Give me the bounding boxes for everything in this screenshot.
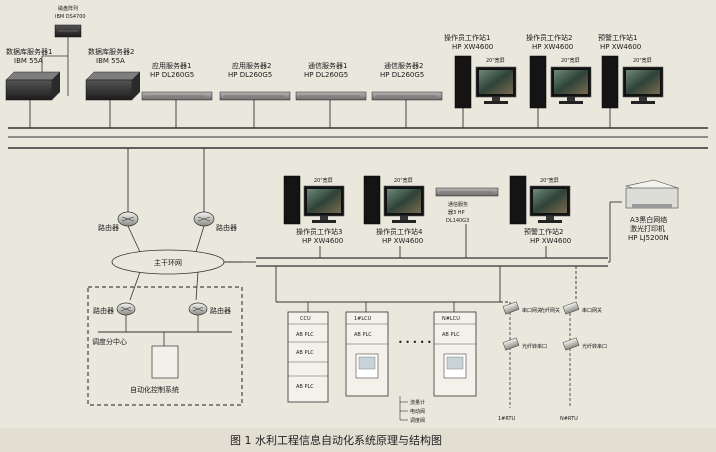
comm3-label-3: DL140G3 [446, 218, 469, 224]
app1-label-2: HP DL260G5 [150, 71, 194, 79]
app2-label-2: HP DL260G5 [228, 71, 272, 79]
mid-workstation-2: 20"宽屏 操作员工作站4 HP XW4600 [363, 175, 425, 258]
tws3-screen: 20"宽屏 [633, 57, 652, 64]
router-1-label: 路由器 [98, 223, 119, 232]
app-server-1: 应用服务器1 HP DL260G5 [141, 61, 213, 128]
lcu-1-cabinet: 1#LCU AB PLC [345, 302, 389, 397]
ring-label: 主干环网 [154, 258, 182, 267]
app-server-2: 应用服务器2 HP DL260G5 [219, 61, 291, 128]
printer-label-3: HP LJ5200N [628, 234, 669, 242]
lcu-dots: • • • • • • [398, 338, 439, 347]
mws1-screen: 20"宽屏 [314, 177, 333, 184]
rtu-gateways: 串口网关 串口网关 光纤网关 光纤转串口 光纤转串口 1#RTU N#RTU [498, 301, 607, 422]
rtu-1-label: 1#RTU [498, 416, 516, 422]
tws1-screen: 20"宽屏 [486, 57, 505, 64]
port-gw-2: 串口网关 [582, 307, 602, 314]
ccu-plc-1: AB PLC [296, 332, 314, 338]
instrument-2: 电动阀 [410, 408, 425, 415]
db1-label-2: IBM 55A [14, 57, 43, 65]
lcu-n-cabinet: N#LCU AB PLC [433, 302, 477, 397]
dispatch-label: 调度分中心 [92, 337, 127, 346]
ccu-plc-3: AB PLC [296, 384, 314, 390]
comm-server-2: 通信服务器2 HP DL260G5 [371, 61, 443, 128]
instrument-3: 调度阀 [410, 417, 425, 424]
mws1-label-1: 操作员工作站3 [296, 227, 342, 236]
mid-workstation-1: 20"宽屏 操作员工作站3 HP XW4600 [283, 175, 345, 258]
comm1-label-2: HP DL260G5 [304, 71, 348, 79]
lcun-plc: AB PLC [442, 332, 460, 338]
tws2-label-2: HP XW4600 [532, 43, 573, 51]
fiber-to-port-1: 光纤转串口 [522, 343, 547, 350]
mid-workstation-3: 20"宽屏 预警工作站2 HP XW4600 [509, 175, 571, 258]
tws2-screen: 20"宽屏 [561, 57, 580, 64]
mws2-label-1: 操作员工作站4 [376, 227, 423, 236]
comm3-label-1: 通信服务 [448, 201, 468, 208]
comm-server-1: 通信服务器1 HP DL260G5 [295, 61, 367, 128]
db2-label-1: 数据库服务器2 [88, 47, 134, 56]
rtu-links [499, 266, 577, 408]
figure-caption: 图 1 水利工程信息自动化系统原理与结构图 [230, 433, 442, 447]
storage-label-1: 磁盘阵列 [58, 5, 78, 12]
comm1-label-1: 通信服务器1 [308, 61, 347, 70]
router-4-label: 路由器 [210, 306, 231, 315]
dispatch-center-box: 路由器 路由器 调度分中心 自动化控制系统 [87, 286, 243, 406]
lcu1-label: 1#LCU [354, 316, 372, 322]
db1-label-1: 数据库服务器1 [6, 47, 52, 56]
tws1-label-2: HP XW4600 [452, 43, 493, 51]
auto-system-label: 自动化控制系统 [130, 385, 179, 394]
top-workstation-2: 操作员工作站2 HP XW4600 20"宽屏 [526, 33, 592, 128]
mws3-label-2: HP XW4600 [530, 237, 571, 245]
tws3-label-2: HP XW4600 [600, 43, 641, 51]
db-server-1: 数据库服务器1 IBM 55A [5, 47, 61, 128]
ellipsis-dots: • • • • • • [398, 338, 439, 347]
router-3-label: 路由器 [93, 306, 114, 315]
app1-label-1: 应用服务器1 [152, 61, 191, 70]
mws3-screen: 20"宽屏 [540, 177, 559, 184]
comm-server-3: 通信服务 器3 HP DL140G3 [435, 187, 499, 258]
lcu1-plc: AB PLC [354, 332, 372, 338]
fiber-to-port-2: 光纤转串口 [582, 343, 607, 350]
comm2-label-2: HP DL260G5 [380, 71, 424, 79]
tws2-label-1: 操作员工作站2 [526, 33, 572, 42]
instruments: 流量计 电动阀 调度阀 [399, 396, 425, 424]
router-uplinks [127, 148, 205, 212]
lcun-label: N#LCU [442, 316, 460, 322]
router-2-label: 路由器 [216, 223, 237, 232]
tws1-label-1: 操作员工作站1 [444, 33, 490, 42]
network-printer: A3黑白网络 激光打印机 HP LJ5200N [624, 179, 680, 242]
mws2-screen: 20"宽屏 [394, 177, 413, 184]
comm2-label-1: 通信服务器2 [384, 61, 423, 70]
db2-label-2: IBM 55A [96, 57, 125, 65]
ccu-plc-2: AB PLC [296, 350, 314, 356]
fiber-gw: 光纤网关 [540, 307, 560, 314]
port-gw-1: 串口网关 [522, 307, 542, 314]
mws3-label-1: 预警工作站2 [524, 227, 563, 236]
ccu-label: CCU [300, 316, 311, 322]
top-backbone [8, 127, 708, 149]
instrument-1: 流量计 [410, 399, 425, 406]
printer-label-1: A3黑白网络 [630, 215, 667, 224]
backbone-ring: 主干环网 [111, 225, 225, 301]
app2-label-1: 应用服务器2 [232, 61, 271, 70]
caption-band [0, 428, 716, 452]
db-server-2: 数据库服务器2 IBM 55A [85, 47, 141, 128]
ccu-cabinet: CCU AB PLC AB PLC AB PLC [287, 302, 329, 403]
printer-label-2: 激光打印机 [630, 224, 665, 233]
mws2-label-2: HP XW4600 [382, 237, 423, 245]
router-1: 路由器 [98, 211, 139, 232]
comm3-label-2: 器3 HP [448, 210, 465, 216]
rtu-n-label: N#RTU [560, 416, 578, 422]
top-workstation-3: 预警工作站1 HP XW4600 20"宽屏 [598, 33, 664, 128]
mws1-label-2: HP XW4600 [302, 237, 343, 245]
top-workstation-1: 操作员工作站1 HP XW4600 20"宽屏 [444, 33, 517, 128]
storage-label-2: IBM DS4700 [55, 14, 86, 20]
tws3-label-1: 预警工作站1 [598, 33, 637, 42]
middle-bus [224, 201, 622, 303]
